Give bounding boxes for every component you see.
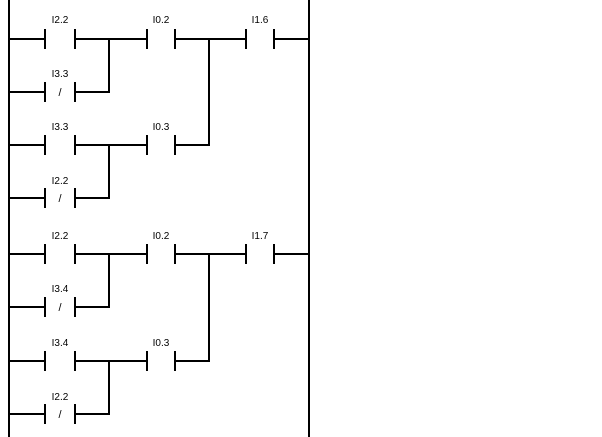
contact-r1-i3-3-nc: I3.3 / xyxy=(44,69,76,102)
contact-label: I3.4 xyxy=(52,338,69,349)
contact-r2-i0-3: I0.3 xyxy=(146,338,176,371)
contact-label: I3.3 xyxy=(52,122,69,133)
contact-label: I0.3 xyxy=(153,122,170,133)
negation-slash: / xyxy=(58,302,62,314)
contact-r1-i2-2: I2.2 xyxy=(44,15,76,49)
contact-r2-i3-4: I3.4 / xyxy=(44,284,76,317)
contact-r1-i2-2-nc: I2.2 / xyxy=(44,176,76,208)
contact-label: I2.2 xyxy=(52,176,69,187)
contact-r1-i0-2: I0.2 xyxy=(146,15,176,49)
contact-label: I2.2 xyxy=(52,392,69,403)
rung-1: I2.2 I3.3 / I0.2 I3.3 I2.2 / xyxy=(8,15,310,208)
contact-label: I3.3 xyxy=(52,69,69,80)
contact-r1-i3-3: I3.3 xyxy=(44,122,76,155)
contact-label: I0.3 xyxy=(153,338,170,349)
contact-label: I0.2 xyxy=(153,15,170,26)
negation-slash: / xyxy=(58,87,62,99)
contact-label: I3.4 xyxy=(52,284,69,295)
contact-r2-i2-2-nc: I2.2 / xyxy=(44,392,76,424)
contact-r2-i2-2: I2.2 xyxy=(44,231,76,264)
contact-r2-i3-4-b: I3.4 xyxy=(44,338,76,371)
negation-slash: / xyxy=(58,409,62,421)
rung-2: I2.2 I3.4 / I0.2 I3.4 I2.2 / xyxy=(8,231,310,424)
contact-r2-i0-2: I0.2 xyxy=(146,231,176,264)
contact-label: I2.2 xyxy=(52,15,69,26)
contact-r2-i1-7: I1.7 xyxy=(245,231,275,264)
contact-label: I1.6 xyxy=(252,15,269,26)
contact-label: I0.2 xyxy=(153,231,170,242)
negation-slash: / xyxy=(58,193,62,205)
contact-r1-i0-3: I0.3 xyxy=(146,122,176,155)
contact-label: I2.2 xyxy=(52,231,69,242)
contact-label: I1.7 xyxy=(252,231,269,242)
contact-r1-i1-6: I1.6 xyxy=(245,15,275,49)
